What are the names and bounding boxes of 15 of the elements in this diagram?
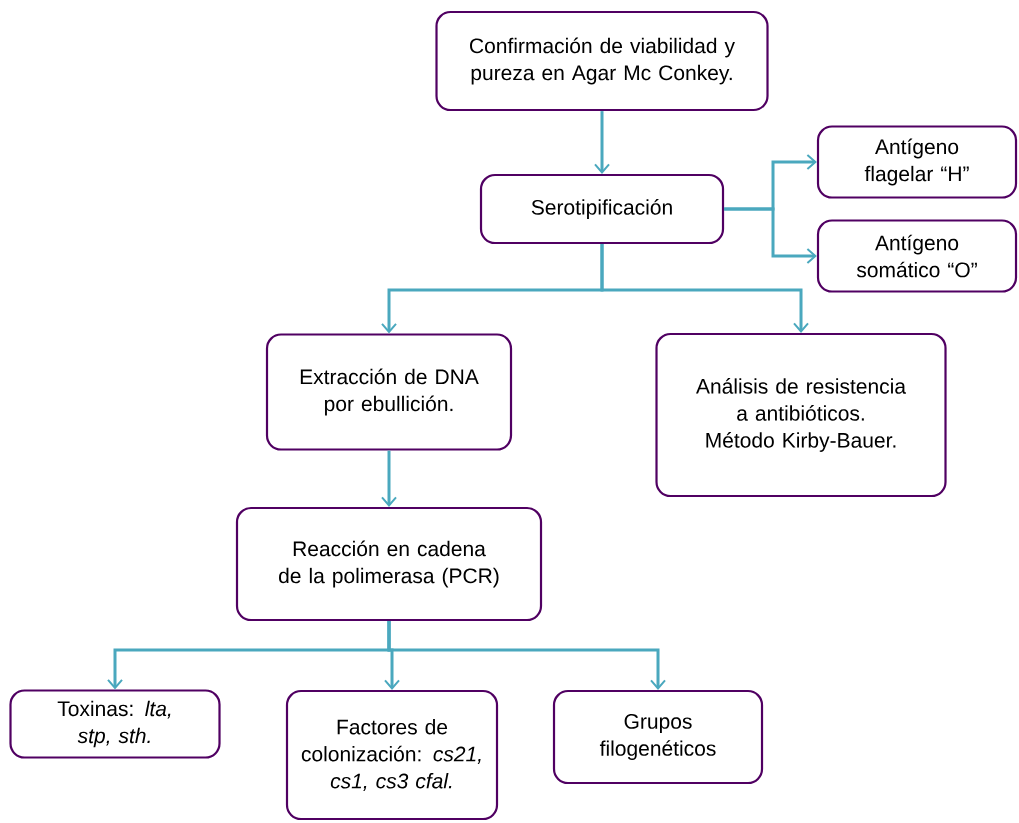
process-box: Reacción en cadena de la polimerasa (PCR)	[235, 506, 543, 622]
process-box: Serotipificación	[479, 173, 725, 245]
process-box: Toxinas: lta, stp, sth.	[9, 689, 221, 759]
arrow	[381, 450, 397, 507]
process-box: Factores de colonización: cs21, cs1, cs3 cfal.	[285, 689, 499, 821]
process-box: Extracción de DNA por ebullición.	[265, 333, 513, 451]
process-box: Antígeno flagelar “H”	[816, 125, 1018, 199]
arrow	[594, 111, 610, 174]
process-box: Análisis de resistencia a antibióticos. Método Kirby-Bauer.	[655, 332, 947, 498]
process-box: Confirmación de viabilidad y pureza en Agar Mc Conkey.	[435, 10, 769, 112]
arrow	[600, 244, 809, 333]
process-box: Grupos filogenéticos	[552, 689, 764, 785]
process-box: Antígeno somático “O”	[816, 219, 1018, 293]
arrow	[387, 621, 666, 690]
arrow	[724, 207, 817, 264]
